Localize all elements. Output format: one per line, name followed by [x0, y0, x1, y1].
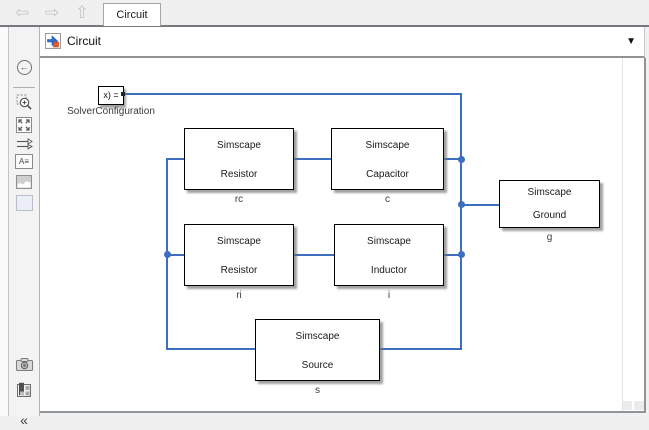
block-text: Simscape	[527, 187, 572, 198]
breadcrumb-model-name[interactable]: Circuit	[67, 34, 102, 48]
double-arrow-icon	[17, 138, 33, 150]
block-label[interactable]: s	[315, 385, 320, 396]
block-text: Simscape	[295, 331, 340, 342]
back-arrow-icon[interactable]: ⇦	[14, 3, 30, 22]
annotation-icon: A≡	[15, 153, 33, 169]
diagram-canvas[interactable]: x) = SolverConfiguration Simscape Resist…	[40, 58, 646, 413]
scrollbar-corner[interactable]	[623, 401, 632, 410]
up-arrow-icon[interactable]: ⇧	[74, 3, 90, 22]
block-text: Simscape	[365, 140, 410, 151]
connection-wire[interactable]	[460, 93, 462, 350]
block-text: Ground	[532, 210, 567, 221]
connection-junction-dot	[458, 251, 465, 258]
back-circle-icon: ←	[16, 59, 32, 75]
block-resistor-ri[interactable]: Simscape Resistor	[184, 224, 294, 286]
connection-wire[interactable]	[294, 158, 331, 160]
fit-to-view-button[interactable]	[10, 115, 38, 135]
block-text: Simscape	[367, 236, 411, 247]
block-label[interactable]: SolverConfiguration	[67, 106, 155, 117]
zoom-region-button[interactable]	[10, 92, 38, 112]
hide-explorer-button[interactable]: ←	[10, 57, 38, 77]
block-text: Simscape	[217, 140, 261, 151]
scrollbar-corner[interactable]	[634, 401, 644, 410]
connection-wire[interactable]	[444, 254, 461, 256]
scrollbar-track-line	[622, 58, 623, 411]
connection-wire[interactable]	[166, 254, 185, 256]
block-text: Simscape	[217, 236, 261, 247]
signal-arrows-button[interactable]	[10, 134, 38, 154]
legend-icon	[17, 382, 31, 397]
tab-bar: ⇦ ⇨ ⇧ Circuit	[0, 0, 649, 27]
connection-junction-dot	[458, 156, 465, 163]
image-icon	[16, 175, 32, 189]
zoom-region-icon	[16, 94, 32, 110]
annotation-button[interactable]: A≡	[10, 151, 38, 171]
block-label[interactable]: ri	[236, 290, 242, 301]
connection-wire[interactable]	[123, 93, 461, 95]
block-source-s[interactable]: Simscape Source	[255, 319, 380, 381]
block-capacitor-c[interactable]: Simscape Capacitor	[331, 128, 444, 190]
connection-junction-dot	[164, 251, 171, 258]
block-label[interactable]: rc	[234, 194, 244, 205]
left-palette: ← A≡	[0, 27, 40, 427]
connection-wire[interactable]	[380, 348, 462, 350]
forward-arrow-icon[interactable]: ⇨	[44, 3, 60, 22]
block-label[interactable]: i	[387, 290, 391, 301]
solver-port-nub	[121, 92, 125, 96]
collapse-palette-button[interactable]: «	[10, 410, 38, 430]
connection-junction-dot	[458, 201, 465, 208]
screenshot-button[interactable]	[10, 354, 38, 374]
model-file-icon	[45, 33, 61, 49]
block-ground-g[interactable]: Simscape Ground	[499, 180, 600, 228]
area-box-button[interactable]	[10, 193, 38, 213]
connection-wire[interactable]	[166, 158, 185, 160]
palette-separator	[13, 87, 35, 88]
block-resistor-rc[interactable]: Simscape Resistor	[184, 128, 294, 190]
block-inductor-i[interactable]: Simscape Inductor	[334, 224, 444, 286]
connection-wire[interactable]	[444, 158, 461, 160]
collapse-chevron-icon: «	[20, 412, 28, 428]
legend-button[interactable]	[10, 380, 38, 400]
connection-wire[interactable]	[294, 254, 334, 256]
breadcrumb-dropdown-icon[interactable]: ▼	[626, 36, 636, 47]
fit-to-view-icon	[16, 117, 32, 133]
block-text: Inductor	[370, 265, 408, 276]
image-annotation-button[interactable]	[10, 172, 38, 192]
camera-icon	[15, 357, 33, 371]
block-text: Resistor	[220, 265, 258, 276]
breadcrumb-bar: Circuit ▼	[40, 27, 645, 58]
connection-wire[interactable]	[461, 204, 499, 206]
window-edge-strip	[0, 27, 9, 416]
connection-wire[interactable]	[166, 348, 255, 350]
block-text: Resistor	[220, 169, 258, 180]
block-label[interactable]: g	[546, 232, 553, 243]
block-text: Source	[301, 360, 334, 371]
area-box-icon	[15, 195, 33, 211]
block-label[interactable]: c	[385, 194, 390, 205]
block-text: Capacitor	[366, 169, 409, 180]
tab-circuit[interactable]: Circuit	[103, 3, 161, 26]
